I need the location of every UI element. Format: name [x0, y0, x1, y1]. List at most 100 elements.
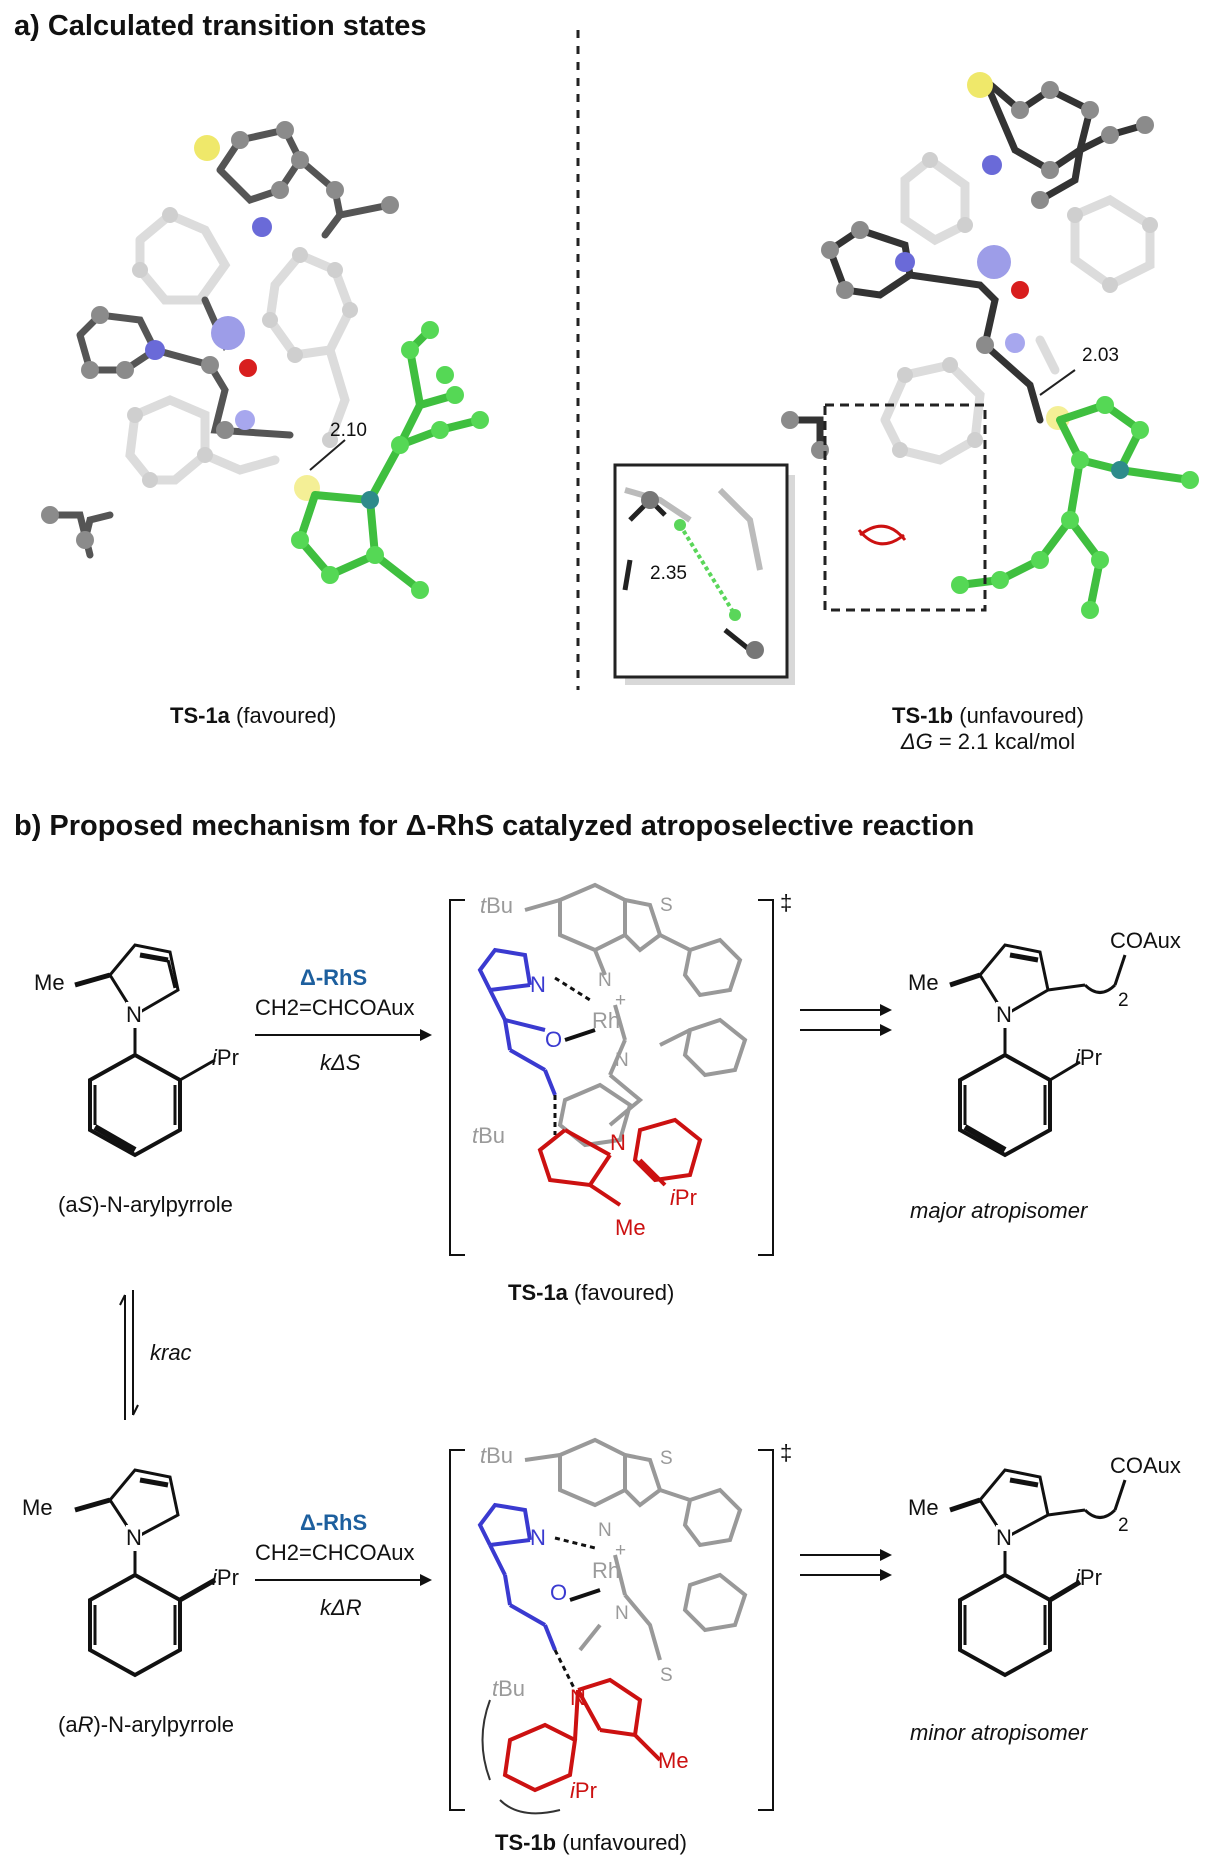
bottom-ts-tbu1-t: t: [480, 1443, 487, 1468]
top-ts-dagger: ‡: [780, 890, 793, 915]
top-reactant-me: Me: [34, 970, 65, 995]
bottom-reactant-me: Me: [22, 1495, 53, 1520]
top-ts-caption: TS-1a (favoured): [508, 1280, 674, 1306]
bottom-ts-tbu2-t: t: [492, 1676, 499, 1701]
top-ts-n2: N: [615, 1050, 629, 1071]
bottom-product-sub2: 2: [1118, 1515, 1129, 1536]
bottom-product-ipr-i: i: [1075, 1565, 1080, 1590]
top-reagent: CH2=CHCOAux: [255, 995, 415, 1020]
bottom-ts-dagger: ‡: [780, 1440, 793, 1465]
bottom-ts-o: O: [550, 1580, 568, 1605]
top-product-me: Me: [908, 970, 939, 995]
bottom-ts-n-pz: N: [530, 1525, 546, 1550]
bottom-ts-name: TS-1b: [495, 1830, 557, 1855]
bottom-reagent: CH2=CHCOAux: [255, 1540, 415, 1565]
top-reactant-ipr-i: i: [212, 1045, 217, 1070]
top-rate: kΔS: [320, 1050, 361, 1075]
bottom-ts-tbu1-bu: Bu: [486, 1443, 514, 1468]
top-ts-tbu2-bu: Bu: [478, 1123, 506, 1148]
bottom-caption-ital: R: [77, 1712, 94, 1737]
top-ts-plus: +: [615, 990, 627, 1011]
top-ts-rh: Rh: [592, 1008, 621, 1033]
bottom-reactant-structure: [74, 1468, 217, 1678]
bottom-product-ipr: iPr: [1075, 1565, 1102, 1591]
bottom-ts-ipr-i: i: [570, 1778, 575, 1803]
top-ts-ipr-i: i: [670, 1185, 675, 1210]
ts1b-dg-value: = 2.1 kcal/mol: [938, 729, 1076, 754]
bottom-ts-note: (unfavoured): [562, 1830, 687, 1855]
bottom-ts-plus: +: [615, 1540, 627, 1561]
bottom-reactant-ipr-i: i: [212, 1565, 217, 1590]
top-ts-n-red: N: [610, 1130, 626, 1155]
equilibrium-rate: krac: [150, 1340, 192, 1365]
top-product-caption: major atropisomer: [910, 1198, 1088, 1223]
bottom-reactant-ipr-pr: Pr: [216, 1565, 239, 1590]
bottom-ts-tbu1: tBu: [480, 1443, 513, 1469]
top-reactant-structure: [74, 943, 216, 1158]
top-ts-tbu1-t: t: [480, 893, 487, 918]
top-reactant-n: N: [126, 1002, 142, 1028]
bottom-product-n: N: [996, 1525, 1012, 1551]
bottom-product-coaux: COAux: [1110, 1453, 1181, 1478]
bottom-reactant-ipr: iPr: [212, 1565, 239, 1591]
ts1a-name: TS-1a: [170, 703, 230, 728]
bottom-ts-s1: S: [660, 1448, 673, 1469]
bottom-ts-rh: Rh: [592, 1558, 621, 1583]
bottom-ts-tbu2: tBu: [492, 1676, 525, 1702]
ts1a-caption: TS-1a (favoured): [170, 703, 336, 729]
ts1b-model: [613, 72, 1199, 685]
top-caption-ital: S: [77, 1192, 93, 1217]
bottom-reactant-n: N: [126, 1525, 142, 1551]
ts1b-inset-distance-label: 2.35: [650, 563, 687, 584]
bottom-caption-post: )-N-arylpyrrole: [93, 1712, 235, 1737]
bottom-ts-tbu2-bu: Bu: [498, 1676, 526, 1701]
panel-a-graphics: [41, 30, 1199, 690]
top-ts-ipr-pr: Pr: [674, 1185, 697, 1210]
top-ts-tbu1-bu: Bu: [486, 893, 514, 918]
top-ts-name: TS-1a: [508, 1280, 568, 1305]
top-product-ipr-pr: Pr: [1079, 1045, 1102, 1070]
top-ts-tbu2: tBu: [472, 1123, 505, 1149]
panel-a-title: a) Calculated transition states: [14, 10, 427, 42]
bottom-ts-n-red: N: [570, 1685, 586, 1710]
ts1b-note: (unfavoured): [959, 703, 1084, 728]
bottom-ts-s2: S: [660, 1665, 673, 1686]
ts1b-caption: TS-1b (unfavoured) ΔG = 2.1 kcal/mol: [858, 703, 1118, 755]
top-ts-tbu1: tBu: [480, 893, 513, 919]
top-product-coaux: COAux: [1110, 928, 1181, 953]
bottom-ts-me: Me: [658, 1748, 689, 1773]
bottom-product-ipr-pr: Pr: [1079, 1565, 1102, 1590]
bottom-ts-ipr: iPr: [570, 1778, 597, 1804]
top-ts-note: (favoured): [574, 1280, 675, 1305]
top-reactant-ipr-pr: Pr: [216, 1045, 239, 1070]
top-ts-me: Me: [615, 1215, 646, 1240]
top-ts-tbu2-t: t: [472, 1123, 479, 1148]
bottom-ts-n1: N: [598, 1520, 612, 1541]
bottom-ts-ipr-pr: Pr: [574, 1778, 597, 1803]
bottom-ts-caption: TS-1b (unfavoured): [495, 1830, 687, 1856]
bottom-product-structure: [949, 1468, 1127, 1678]
top-ts-n-pz: N: [530, 972, 546, 997]
top-caption-post: )-N-arylpyrrole: [92, 1192, 233, 1217]
ts1b-distance-label: 2.03: [1082, 345, 1119, 366]
ts1b-dg-label: ΔG: [900, 729, 933, 754]
top-product-ipr: iPr: [1075, 1045, 1102, 1071]
ts1b-name: TS-1b: [892, 703, 954, 728]
bottom-ts-n2: N: [615, 1603, 629, 1624]
top-ts-ipr: iPr: [670, 1185, 697, 1211]
ts1a-distance-label: 2.10: [330, 420, 367, 441]
bottom-ts-structure: [477, 1437, 748, 1815]
top-caption-pre: (a: [58, 1192, 78, 1217]
ts1a-model: [41, 121, 489, 599]
top-reactant-ipr: iPr: [212, 1045, 239, 1071]
top-ts-n1: N: [598, 970, 612, 991]
bottom-caption-pre: (a: [58, 1712, 78, 1737]
bottom-reactant-caption: (aR)-N-arylpyrrole: [58, 1712, 234, 1738]
ts1a-note: (favoured): [236, 703, 337, 728]
bottom-rate: kΔR: [320, 1595, 362, 1620]
bottom-product-me: Me: [908, 1495, 939, 1520]
bottom-product-caption: minor atropisomer: [910, 1720, 1088, 1745]
bottom-catalyst: Δ-RhS: [300, 1510, 368, 1535]
top-ts-structure: [477, 882, 748, 1207]
